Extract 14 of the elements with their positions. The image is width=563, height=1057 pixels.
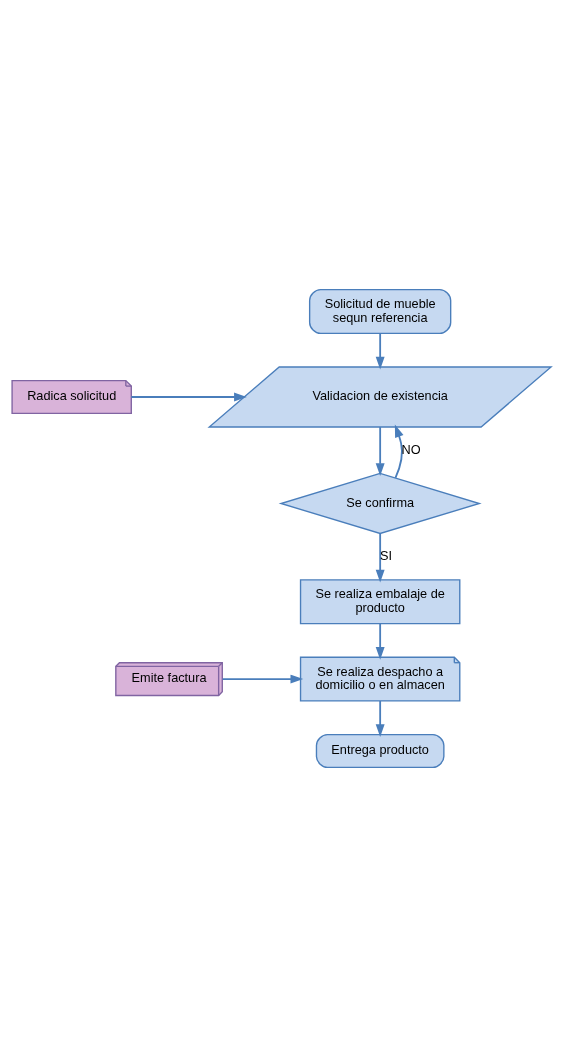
arrow	[221, 674, 304, 684]
arrow	[375, 332, 385, 370]
arrow	[375, 622, 385, 660]
arrow	[375, 426, 385, 476]
node-diamond: Se confirma	[278, 472, 482, 535]
edge-label: SI	[380, 548, 393, 564]
arrow	[375, 700, 385, 737]
arrow	[394, 424, 404, 479]
node-box: Se realiza embalaje de producto	[299, 579, 461, 625]
node-box: Solicitud de mueble sequn referencia	[308, 288, 452, 334]
arrow	[375, 532, 385, 583]
edge-label: NO	[401, 441, 421, 457]
arrow	[130, 392, 247, 402]
node-box: Entrega producto	[315, 733, 445, 769]
